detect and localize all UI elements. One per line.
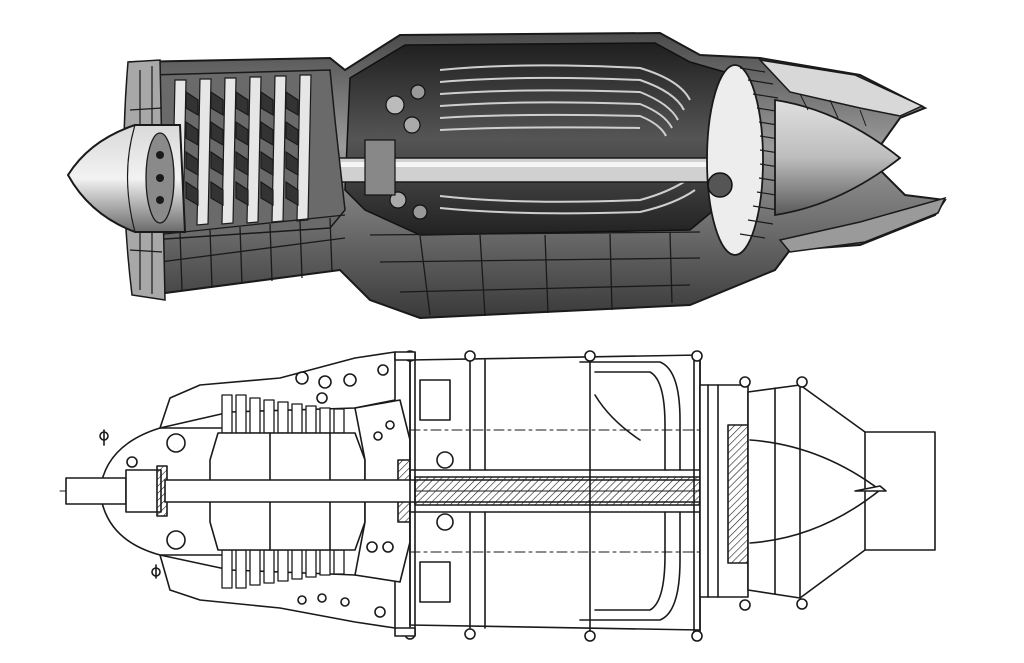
nose-bearing-housing [65, 427, 231, 579]
turbine-wheel [706, 64, 786, 256]
cutaway-illustration [66, 31, 947, 320]
compressor-stages-bottom [221, 549, 345, 589]
exhaust-cone [774, 98, 902, 217]
turbine-disc [699, 376, 751, 611]
tail-pipe-lower [778, 196, 947, 253]
tail-pipe-upper [757, 58, 924, 117]
compressor-blades [171, 74, 312, 227]
compressor-stages-top [221, 394, 345, 434]
combustion-chamber-top [409, 354, 701, 471]
section-drawing [59, 350, 936, 642]
combustion-chamber-bottom [409, 511, 701, 631]
lower-casing-ribs [154, 214, 701, 317]
exhaust-duct [747, 376, 936, 610]
diffuser-accessories [364, 84, 428, 220]
combustion-chambers [439, 64, 696, 215]
